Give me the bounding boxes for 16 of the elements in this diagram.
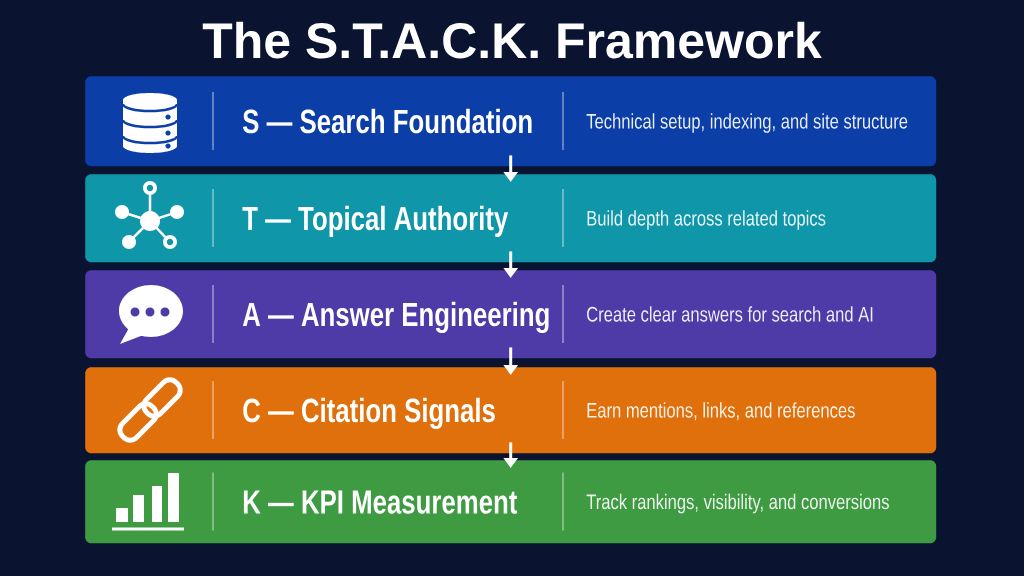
title: The S.T.A.C.K. Framework [202,21,822,59]
stage-band [85,460,937,544]
stage-title: K — KPI Measurement [243,490,518,514]
stage-description: Track rankings, visibility, and conversions [586,493,889,514]
stage-title: T — Topical Authority [242,205,509,237]
stage-description: Create clear answers for search and AI [587,306,873,322]
stage-description: Earn mentions, links, and references [587,402,855,421]
stage-band [85,76,937,167]
stage-description: Build depth across related topics [587,210,826,230]
stage-band [85,270,937,359]
stage-title: C — Citation Signals [243,397,495,430]
stage-title: A — Answer Engineering [242,301,549,334]
stage-description: Technical setup, indexing, and site structure [586,113,908,133]
stage-band [85,174,937,263]
stage-band [85,367,937,454]
stage-title: S — Search Foundation [242,108,532,134]
